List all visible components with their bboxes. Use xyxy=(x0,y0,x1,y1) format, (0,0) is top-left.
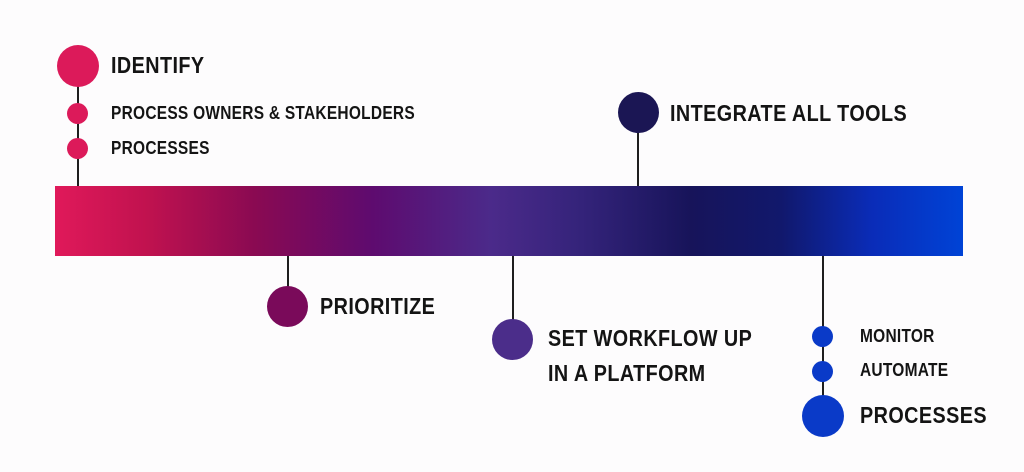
identify-subitem-1-label: PROCESS OWNERS & STAKEHOLDERS xyxy=(111,103,415,123)
processes-subitem-1-label: MONITOR xyxy=(860,326,935,346)
processes-subitem-2-label: AUTOMATE xyxy=(860,360,949,380)
identify-title: IDENTIFY xyxy=(111,52,205,78)
identify-subitem-2-marker xyxy=(67,138,88,159)
integrate-marker xyxy=(618,92,659,133)
processes-subitem-2-marker xyxy=(812,361,833,382)
workflow-marker xyxy=(492,319,533,360)
integrate-title: INTEGRATE ALL TOOLS xyxy=(670,100,908,126)
processes-title: PROCESSES xyxy=(860,402,987,428)
identify-subitem-1-marker xyxy=(67,103,88,124)
prioritize-marker xyxy=(267,286,308,327)
processes-subitem-1-marker xyxy=(812,326,833,347)
identify-connector xyxy=(77,66,79,186)
prioritize-connector xyxy=(287,256,289,306)
integrate-connector xyxy=(637,112,639,186)
workflow-connector xyxy=(512,256,514,340)
prioritize-title: PRIORITIZE xyxy=(320,293,436,319)
identify-marker xyxy=(57,45,99,87)
workflow-title: SET WORKFLOW UP IN A PLATFORM xyxy=(548,325,753,386)
identify-subitem-2-label: PROCESSES xyxy=(111,138,210,158)
gradient-timeline-bar xyxy=(55,186,963,256)
processes-marker xyxy=(802,395,844,437)
